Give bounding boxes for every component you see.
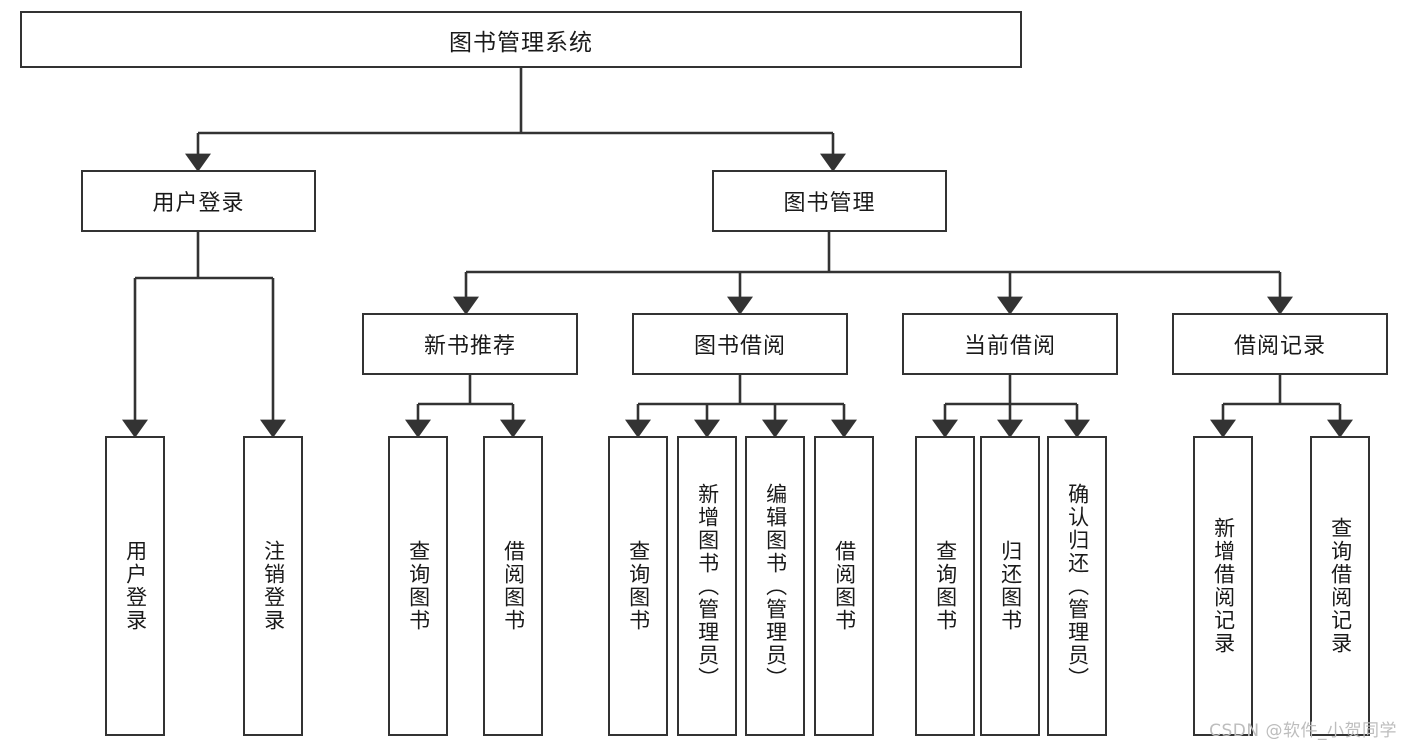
- leaf-borrow-book-recommend[interactable]: 借阅图书: [483, 436, 543, 736]
- node-book-borrow[interactable]: 图书借阅: [632, 313, 848, 375]
- leaf-return-book[interactable]: 归还图书: [980, 436, 1040, 736]
- leaf-borrow-book[interactable]: 借阅图书: [814, 436, 874, 736]
- node-current-borrow[interactable]: 当前借阅: [902, 313, 1118, 375]
- node-user-login[interactable]: 用户登录: [81, 170, 316, 232]
- node-book-management[interactable]: 图书管理: [712, 170, 947, 232]
- leaf-query-borrow-record[interactable]: 查询借阅记录: [1310, 436, 1370, 736]
- leaf-confirm-return-admin[interactable]: 确认归还（管理员）: [1047, 436, 1107, 736]
- node-root-system[interactable]: 图书管理系统: [20, 11, 1022, 68]
- leaf-add-book-admin[interactable]: 新增图书（管理员）: [677, 436, 737, 736]
- leaf-query-book-borrow[interactable]: 查询图书: [608, 436, 668, 736]
- leaf-query-book-current[interactable]: 查询图书: [915, 436, 975, 736]
- leaf-logout[interactable]: 注销登录: [243, 436, 303, 736]
- leaf-query-book-recommend[interactable]: 查询图书: [388, 436, 448, 736]
- leaf-add-borrow-record[interactable]: 新增借阅记录: [1193, 436, 1253, 736]
- leaf-user-login[interactable]: 用户登录: [105, 436, 165, 736]
- leaf-edit-book-admin[interactable]: 编辑图书（管理员）: [745, 436, 805, 736]
- node-borrow-records[interactable]: 借阅记录: [1172, 313, 1388, 375]
- node-new-book-recommend[interactable]: 新书推荐: [362, 313, 578, 375]
